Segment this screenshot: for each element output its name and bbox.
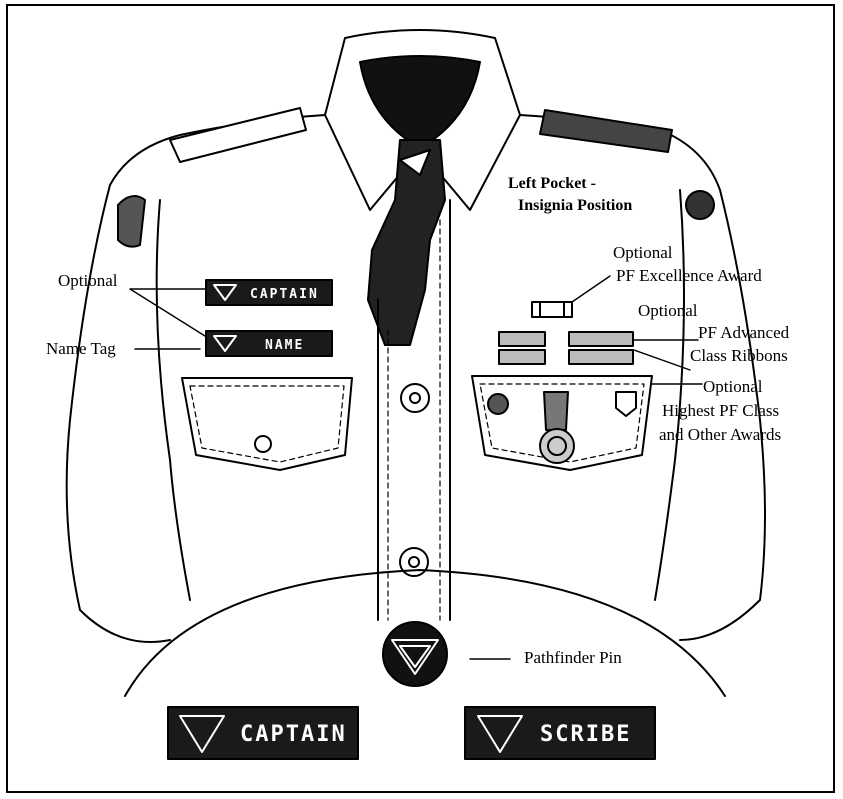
name-tag-label: Name Tag	[46, 339, 116, 359]
class-ribbon	[499, 332, 545, 346]
class-ribbon	[569, 332, 633, 346]
optional-excellence-label-2: PF Excellence Award	[616, 266, 762, 286]
right-epaulet	[540, 110, 672, 152]
tag-small-top-text: CAPTAIN	[250, 287, 319, 302]
left-pocket-label-2: Insignia Position	[518, 196, 632, 216]
pocket-button	[255, 436, 271, 452]
pathfinder-pin-label: Pathfinder Pin	[524, 648, 622, 668]
optional-ribbons-label-3: Class Ribbons	[690, 346, 788, 366]
optional-awards-label-1: Optional	[703, 377, 763, 397]
tag-large-left-text: CAPTAIN	[240, 722, 347, 747]
left-sleeve-patch	[118, 196, 145, 247]
pocket-pin	[488, 394, 508, 414]
optional-excellence-label-1: Optional	[613, 243, 673, 263]
left-pocket-label-1: Left Pocket -	[508, 174, 596, 194]
leader-line	[130, 289, 205, 336]
class-ribbon	[569, 350, 633, 364]
optional-ribbons-label-2: PF Advanced	[698, 323, 789, 343]
medal-ribbon	[544, 392, 568, 430]
leader-line	[572, 276, 610, 302]
optional-left-label: Optional	[58, 271, 118, 291]
leader-line	[634, 340, 698, 370]
optional-ribbons-label-1: Optional	[638, 301, 698, 321]
medal	[540, 429, 574, 463]
optional-awards-label-2: Highest PF Class	[662, 401, 779, 421]
right-sleeve-patch	[686, 191, 714, 219]
optional-awards-label-3: and Other Awards	[659, 425, 781, 445]
tag-large-right-text: SCRIBE	[540, 722, 631, 747]
tag-small-bottom-text: NAME	[265, 338, 304, 353]
right-pocket	[182, 378, 352, 470]
class-ribbon	[499, 350, 545, 364]
pathfinder-pin	[383, 622, 447, 686]
left-epaulet	[170, 108, 306, 162]
excellence-award-bar	[532, 302, 572, 317]
placket-button	[401, 384, 429, 412]
